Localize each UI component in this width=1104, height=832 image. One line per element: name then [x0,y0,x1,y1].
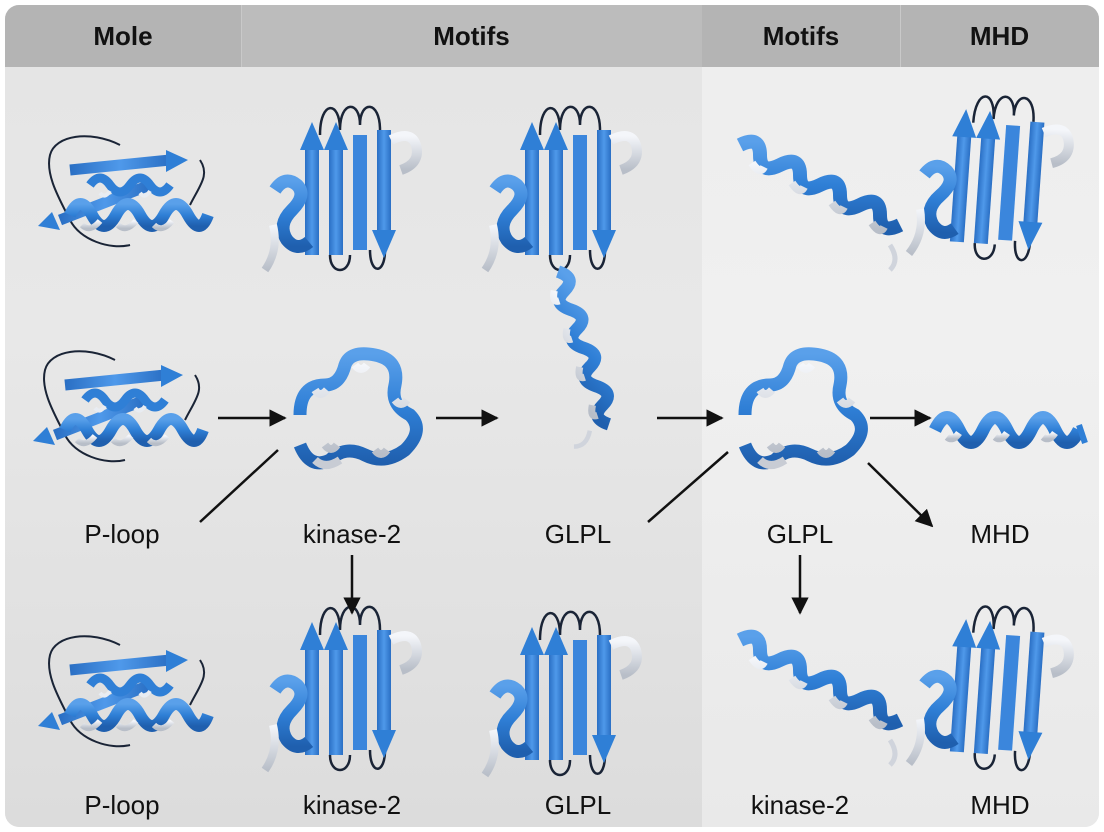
label-kinase-r2: kinase-2 [302,519,402,549]
arrow-ring-to-mhd [867,462,934,528]
label-ploop-r2: P-loop [84,519,160,549]
label-mhd-r2: MHD [970,519,1030,549]
label-glpl-r2a: GLPL [544,519,612,549]
label-kinase-r3b: kinase-2 [750,790,850,820]
label-glpl-r2b: GLPL [766,519,834,549]
header-motifs-right: Motifs [702,5,900,67]
structure-sheet-r1a [265,107,417,270]
structure-sheet-r3b [485,612,637,775]
structure-helix-r2 [478,269,661,452]
header-mole: Mole [5,5,241,67]
structure-sheet-r1b [485,107,637,270]
header-motifs-left: Motifs [241,5,702,67]
connector-ploop [199,449,279,523]
structure-hhelix-r2 [935,418,1085,444]
structure-ploop-r3 [38,636,208,746]
label-glpl-r3: GLPL [544,790,612,820]
structure-ploop-r2 [33,351,203,461]
structure-helix-r1 [740,142,900,270]
structure-ploop-r1 [38,136,208,246]
structure-ring-r2b [745,354,861,465]
structure-helix-r3 [740,637,900,765]
structure-sheet-r3c [909,601,1072,774]
structure-ring-r2a [300,354,416,465]
header-mhd: MHD [900,5,1099,67]
connector-glpl [647,451,729,523]
label-kinase-r3a: kinase-2 [302,790,402,820]
structure-sheet-r1c [909,91,1072,264]
structure-sheet-r3a [265,607,417,770]
label-ploop-r3: P-loop [84,790,160,820]
label-mhd-r3: MHD [970,790,1030,820]
